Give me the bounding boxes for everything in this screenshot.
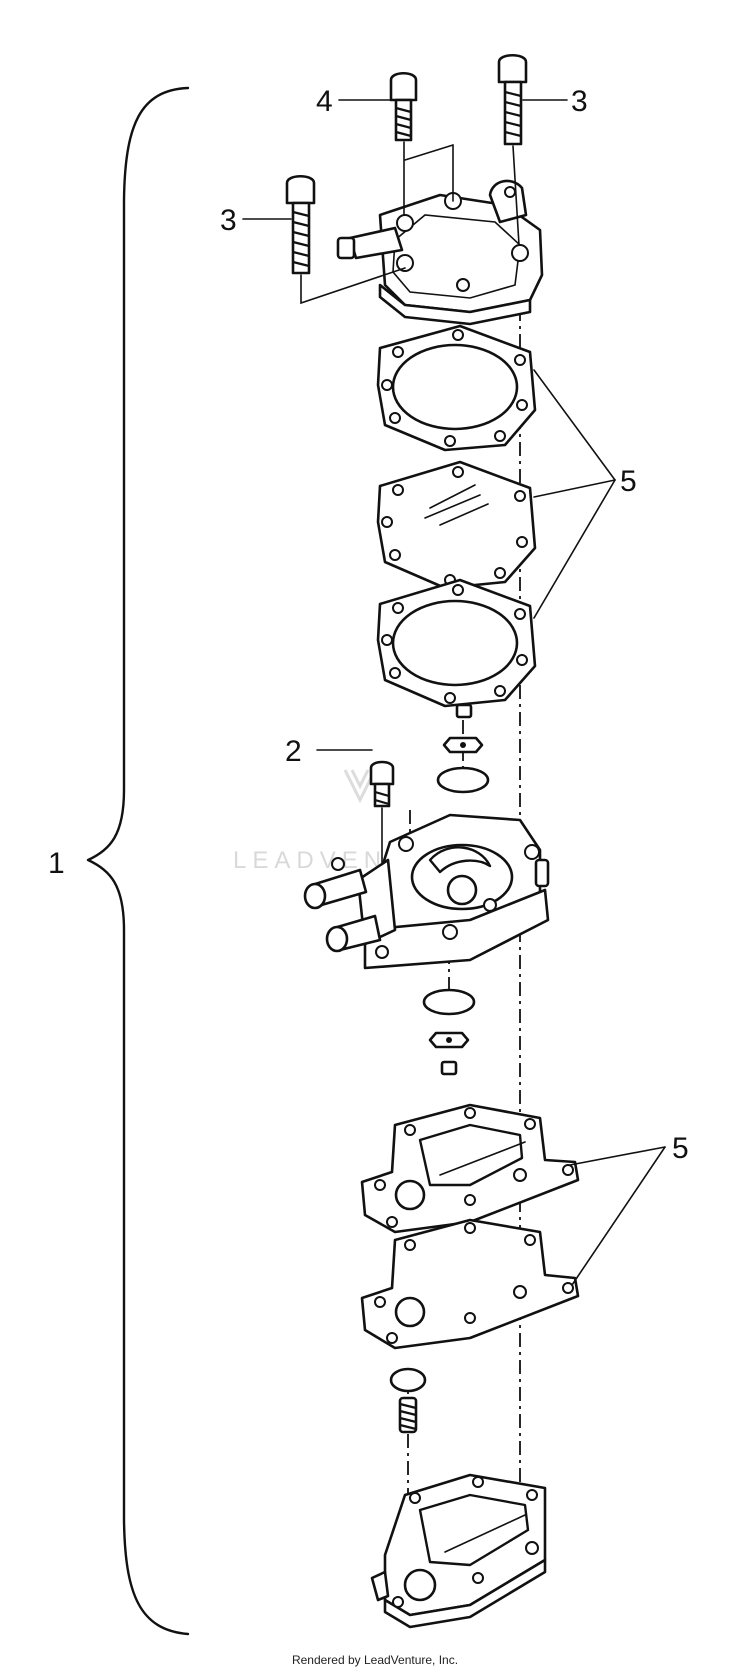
upper-gasket-ring-top bbox=[376, 324, 537, 452]
callout-4-screw: 4 bbox=[316, 85, 333, 118]
screw-part-3-right bbox=[497, 53, 528, 246]
check-valve-parts-upper bbox=[436, 703, 490, 794]
assembly-brace bbox=[86, 86, 190, 1636]
leader-lines bbox=[242, 99, 666, 1286]
check-valve-parts-lower bbox=[422, 988, 476, 1076]
callout-2-screw: 2 bbox=[285, 735, 302, 768]
callout-1-assembly: 1 bbox=[48, 847, 65, 880]
callout-3-screw-right: 3 bbox=[571, 85, 588, 118]
pump-top-cover bbox=[336, 144, 544, 326]
callout-3-screw-left: 3 bbox=[220, 204, 237, 237]
pump-body bbox=[303, 813, 550, 970]
lower-gasket-bottom bbox=[360, 1218, 580, 1350]
render-credit: Rendered by LeadVenture, Inc. bbox=[292, 1653, 458, 1667]
valve-cap-and-spring bbox=[389, 1367, 427, 1434]
upper-gasket-ring-bottom bbox=[376, 578, 537, 708]
screw-part-3-left bbox=[285, 174, 406, 305]
screw-part-4 bbox=[389, 71, 418, 216]
pump-base-plate bbox=[370, 1473, 547, 1629]
callout-5-upper-gaskets: 5 bbox=[620, 465, 637, 498]
lower-gasket-top bbox=[360, 1103, 580, 1234]
callout-5-lower-gaskets: 5 bbox=[672, 1132, 689, 1165]
upper-diaphragm bbox=[376, 460, 537, 590]
